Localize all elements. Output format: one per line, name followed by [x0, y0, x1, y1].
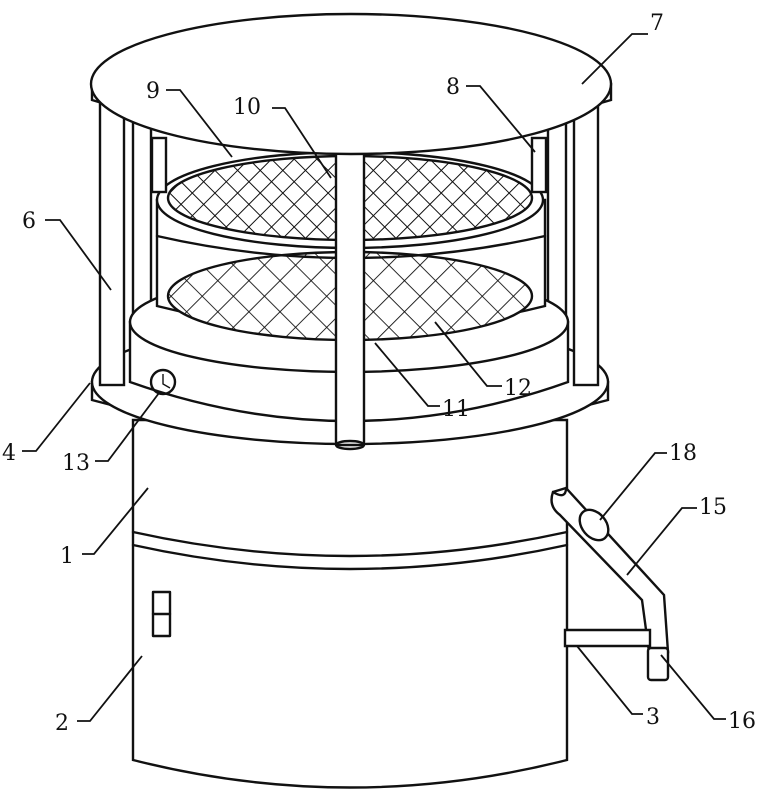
side-pipe — [552, 488, 668, 680]
label-7: 7 — [650, 11, 664, 36]
front-post — [336, 150, 364, 445]
top-plate — [91, 14, 611, 154]
label-12: 12 — [504, 376, 532, 401]
label-15: 15 — [699, 495, 727, 520]
label-11: 11 — [442, 397, 470, 422]
label-2: 2 — [55, 711, 69, 736]
label-3: 3 — [646, 705, 660, 730]
label-1: 1 — [60, 544, 74, 569]
label-10: 10 — [233, 95, 261, 120]
label-16: 16 — [728, 709, 756, 734]
barrel — [133, 420, 567, 788]
label-4: 4 — [2, 441, 16, 466]
label-6: 6 — [22, 209, 36, 234]
label-18: 18 — [669, 441, 697, 466]
label-8: 8 — [446, 75, 460, 100]
label-9: 9 — [146, 79, 160, 104]
label-13: 13 — [62, 451, 90, 476]
